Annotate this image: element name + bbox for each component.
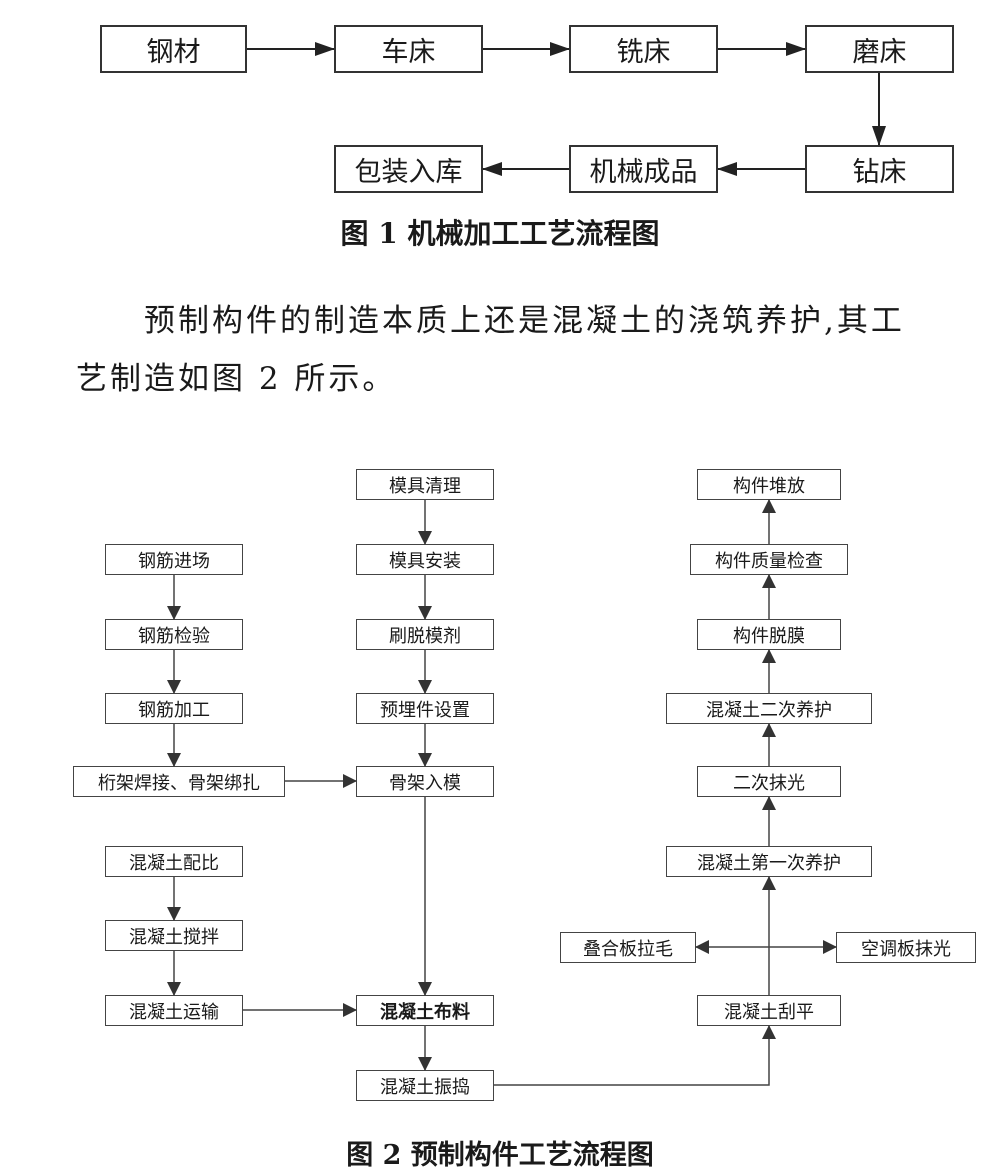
node-placing: 混凝土布料 xyxy=(356,995,494,1026)
paragraph-line-1: 预制构件的制造本质上还是混凝土的浇筑养护,其工 xyxy=(144,303,905,339)
node-skeleton-in: 骨架入模 xyxy=(356,766,494,797)
figure-2-connectors xyxy=(167,499,837,1086)
body-paragraph: 预制构件的制造本质上还是混凝土的浇筑养护,其工 艺制造如图 2 所示。 xyxy=(76,292,980,408)
node-grinding: 磨床 xyxy=(805,25,954,73)
node-ac-trowel: 空调板抹光 xyxy=(836,932,976,963)
node-screed: 混凝土刮平 xyxy=(697,995,841,1026)
node-quality: 构件质量检查 xyxy=(690,544,848,575)
node-transport: 混凝土运输 xyxy=(105,995,243,1026)
node-roughen: 叠合板拉毛 xyxy=(560,932,696,963)
node-truss: 桁架焊接、骨架绑扎 xyxy=(73,766,285,797)
figure-1-connectors xyxy=(247,42,886,176)
node-mold-install: 模具安装 xyxy=(356,544,494,575)
node-vibrate: 混凝土振捣 xyxy=(356,1070,494,1101)
node-steel: 钢材 xyxy=(100,25,247,73)
paragraph-line-2: 艺制造如图 2 所示。 xyxy=(76,361,397,397)
node-demold: 构件脱膜 xyxy=(697,619,841,650)
node-lathe: 车床 xyxy=(334,25,483,73)
arrow-vibrate-screed xyxy=(494,1025,776,1086)
node-cure1: 混凝土第一次养护 xyxy=(666,846,872,877)
node-release-agent: 刷脱模剂 xyxy=(356,619,494,650)
node-stack: 构件堆放 xyxy=(697,469,841,500)
node-drilling: 钻床 xyxy=(805,145,954,193)
node-rebar-in: 钢筋进场 xyxy=(105,544,243,575)
node-cure2: 混凝土二次养护 xyxy=(666,693,872,724)
figure-1-caption: 图 1 机械加工工艺流程图 xyxy=(340,217,660,250)
node-mold-clean: 模具清理 xyxy=(356,469,494,500)
node-mix-ratio: 混凝土配比 xyxy=(105,846,243,877)
node-pack: 包装入库 xyxy=(334,145,483,193)
node-milling: 铣床 xyxy=(569,25,718,73)
node-product: 机械成品 xyxy=(569,145,718,193)
node-rebar-process: 钢筋加工 xyxy=(105,693,243,724)
node-rebar-check: 钢筋检验 xyxy=(105,619,243,650)
figure-2-caption: 图 2 预制构件工艺流程图 xyxy=(346,1140,654,1171)
node-trowel2: 二次抹光 xyxy=(697,766,841,797)
